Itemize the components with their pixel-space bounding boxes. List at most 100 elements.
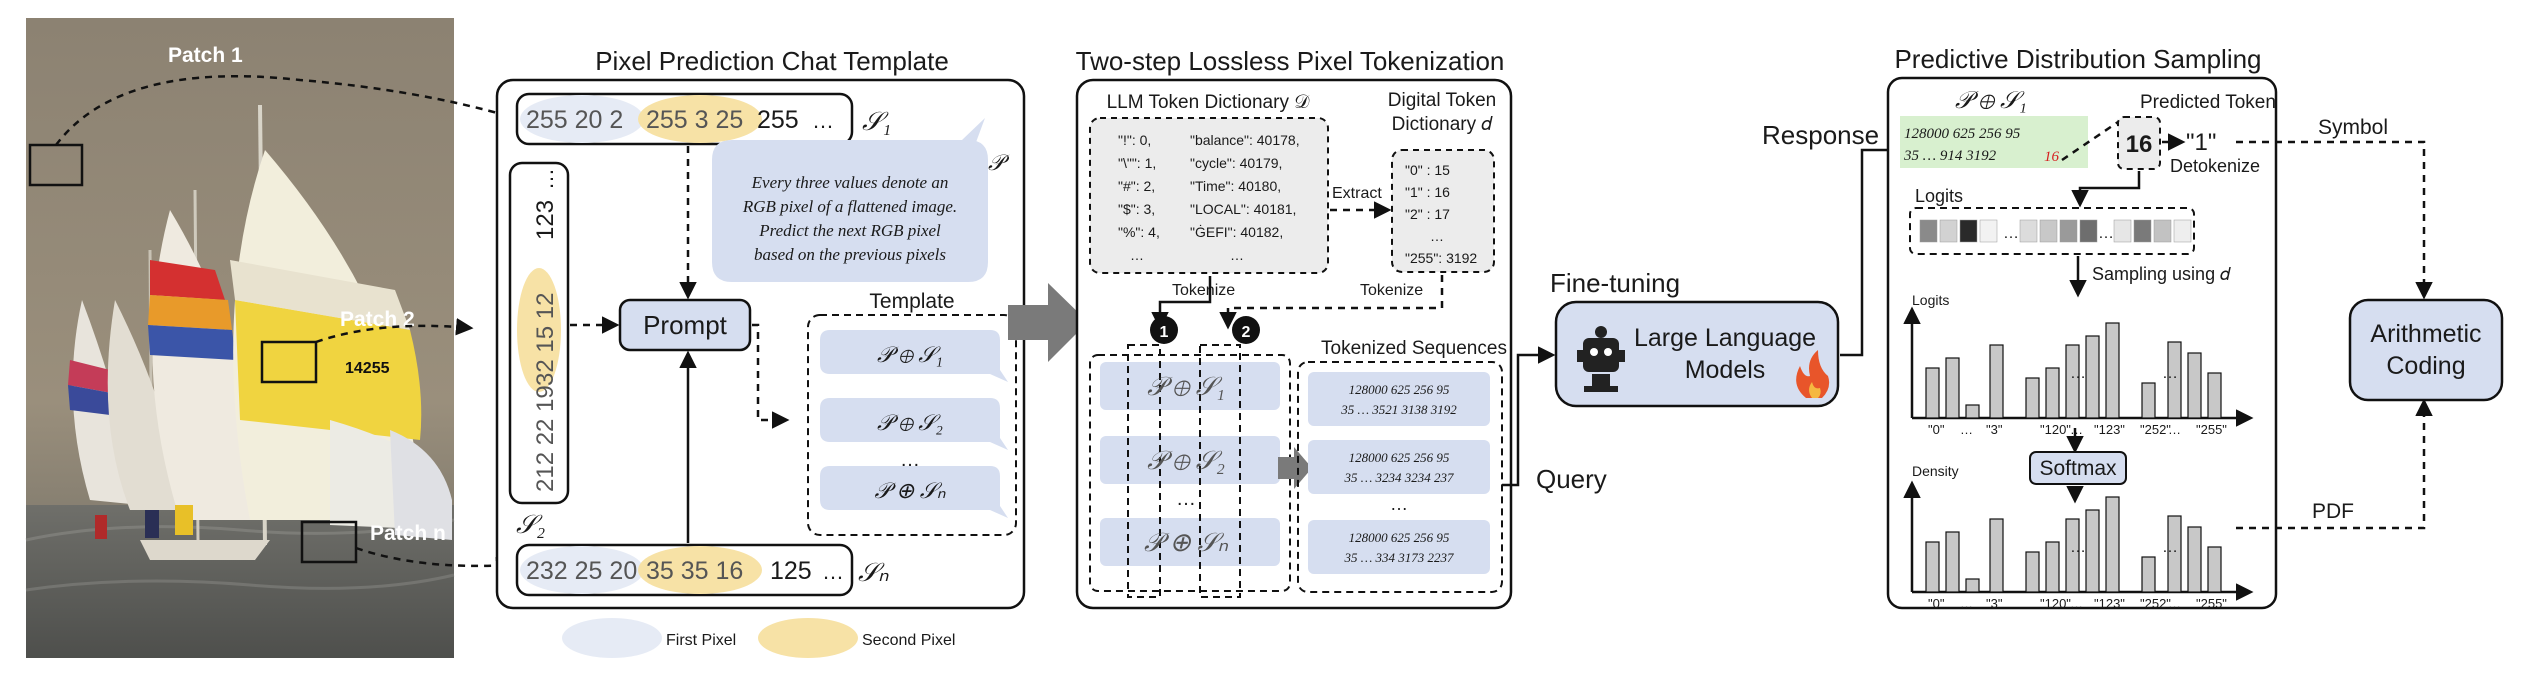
tokenized-2-line-1: 128000 625 256 95 bbox=[1349, 450, 1450, 465]
prompt-text-line-3: Predict the next RGB pixel bbox=[758, 221, 941, 240]
token-row-ellipsis: … bbox=[1176, 488, 1196, 510]
token-row-1: 𝒫 ⊕ 𝒮₁ bbox=[1147, 372, 1225, 401]
llm-dict-right-0: "balance": 40178, bbox=[1190, 132, 1300, 148]
sn-next-value: 125 bbox=[770, 557, 812, 585]
chart-bar bbox=[2065, 518, 2080, 593]
tokenized-2-line-2: 35 … 3234 3234 237 bbox=[1343, 470, 1454, 485]
chart-tick-label: … bbox=[2070, 422, 2083, 437]
chart-bar bbox=[2187, 352, 2202, 419]
prompt-bubble bbox=[712, 118, 988, 282]
s1-second-pixel: 255 3 25 bbox=[646, 106, 743, 134]
prompt-text-line-2: RGB pixel of a flattened image. bbox=[742, 197, 957, 216]
chart-bar bbox=[2025, 377, 2040, 419]
finetuning-section: Fine-tuning Large Language Models Query … bbox=[1502, 120, 1908, 494]
chart-bar bbox=[2045, 367, 2060, 419]
chart-tick-label: "3" bbox=[1986, 596, 2003, 611]
tokenization-title: Two-step Lossless Pixel Tokenization bbox=[1076, 46, 1505, 76]
chart-bar bbox=[1989, 518, 2004, 593]
arithmetic-coding-box bbox=[2348, 298, 2504, 402]
llm-dict-left-col: "!": 0, "\"": 1, "#": 2, "$": 3, "%": 4,… bbox=[1118, 132, 1160, 263]
s2-first-pixel: 212 22 19 bbox=[532, 385, 559, 492]
s1-next-value: 255 bbox=[757, 106, 799, 134]
chart-bar bbox=[1989, 344, 2004, 419]
logit-cells bbox=[1919, 219, 2192, 243]
llm-dict-right-col: "balance": 40178, "cycle": 40179, "Time"… bbox=[1190, 132, 1300, 263]
response-red-token: 16 bbox=[2044, 149, 2060, 165]
s2-next-value: 123 bbox=[532, 200, 559, 240]
chart-bar bbox=[2105, 496, 2120, 593]
sampling-using-label: Sampling using 𝑑 bbox=[2092, 264, 2231, 284]
chart-tick-label: "120" bbox=[2040, 596, 2071, 611]
step-1-number: 1 bbox=[1160, 324, 1169, 341]
llm-dict-left-1: "\"": 1, bbox=[1118, 155, 1156, 171]
chart-bar bbox=[1925, 367, 1940, 419]
template-bubble-2 bbox=[820, 398, 1008, 450]
predicted-token-value: 16 bbox=[2126, 131, 2153, 158]
s2-label: 𝒮₂ bbox=[516, 510, 545, 539]
chart-tick-label: … bbox=[1960, 422, 1973, 437]
tokenized-n-line-1: 128000 625 256 95 bbox=[1349, 530, 1450, 545]
softmax-box bbox=[2029, 451, 2127, 485]
chart-bar bbox=[1965, 578, 1980, 593]
tokenized-1-line-1: 128000 625 256 95 bbox=[1349, 382, 1450, 397]
digital-dict-ellipsis: … bbox=[1430, 228, 1444, 244]
token-row-n: 𝒫 ⊕ 𝒮ₙ bbox=[1144, 528, 1229, 557]
tokenize-arrow-2 bbox=[1219, 275, 1444, 330]
predicted-token-box bbox=[2117, 116, 2161, 170]
chart2-ylabel: Density bbox=[1912, 463, 1959, 479]
chart1-ellipsis-2: … bbox=[2162, 365, 2178, 382]
logit-cell bbox=[2113, 219, 2132, 243]
llm-dict-left-0: "!": 0, bbox=[1118, 132, 1151, 148]
llm-dict-left-5: … bbox=[1130, 247, 1144, 263]
template-ellipsis: … bbox=[900, 449, 920, 471]
patch-n-connector bbox=[355, 546, 514, 575]
chat-template-title: Pixel Prediction Chat Template bbox=[595, 46, 949, 76]
template-bubble-n bbox=[820, 466, 1008, 518]
tokenized-group bbox=[1297, 361, 1503, 593]
logit-cell bbox=[1939, 219, 1958, 243]
digital-dict-2: "2" : 17 bbox=[1405, 206, 1450, 222]
s1-label: 𝒮₁ bbox=[862, 107, 891, 136]
chart-bar bbox=[1945, 531, 1960, 593]
template-item-2: 𝒫 ⊕ 𝒮₂ bbox=[877, 410, 943, 435]
chart-bar bbox=[2085, 335, 2100, 419]
logit-cell bbox=[2133, 219, 2152, 243]
chart-bar bbox=[1925, 541, 1940, 593]
symbol-label: Symbol bbox=[2318, 116, 2388, 139]
chart-bar bbox=[2141, 556, 2156, 593]
token-row-2: 𝒫 ⊕ 𝒮₂ bbox=[1147, 446, 1225, 475]
chart-bar bbox=[1965, 404, 1980, 419]
prompt-to-template-arrow bbox=[752, 323, 790, 429]
s2-ellipsis: … bbox=[533, 168, 558, 190]
pdf-label: PDF bbox=[2312, 500, 2354, 523]
logit-cell bbox=[1959, 219, 1978, 243]
chart-tick-label: "255" bbox=[2196, 422, 2227, 437]
step-2-number: 2 bbox=[1242, 324, 1251, 341]
logit-cell bbox=[2173, 219, 2192, 243]
legend-first-pixel-swatch bbox=[562, 618, 662, 658]
llm-dict-right-3: "LOCAL": 40181, bbox=[1190, 201, 1296, 217]
logit-cell bbox=[1919, 219, 1938, 243]
llm-label-line-1: Large Language bbox=[1634, 324, 1816, 352]
chart-tick-label: … bbox=[2168, 422, 2181, 437]
chart-tick-label: "252" bbox=[2140, 422, 2171, 437]
predicted-connector bbox=[2061, 120, 2119, 162]
logit-cell bbox=[2079, 219, 2098, 243]
chart-bar bbox=[2025, 551, 2040, 593]
predicted-to-logits-arrow bbox=[2071, 171, 2141, 208]
query-arrow bbox=[1502, 346, 1556, 487]
template-group bbox=[807, 314, 1017, 536]
sn-second-pixel: 35 35 16 bbox=[646, 557, 743, 585]
logit-cell bbox=[2039, 219, 2058, 243]
tokenized-1-line-2: 35 … 3521 3138 3192 bbox=[1340, 402, 1457, 417]
chart2-ticks: "0"…"3""120"…"123""252"…"255" bbox=[1928, 596, 2227, 611]
response-label: Response bbox=[1762, 120, 1879, 150]
chart-bar bbox=[2207, 372, 2222, 419]
chart-tick-label: "0" bbox=[1928, 596, 1945, 611]
arithmetic-coding-line-1: Arithmetic bbox=[2370, 320, 2481, 348]
tokenize-label-2: Tokenize bbox=[1360, 282, 1423, 299]
digital-dict-255: "255": 3192 bbox=[1405, 250, 1477, 266]
template-item-n: 𝒫 ⊕ 𝒮ₙ bbox=[874, 478, 945, 503]
arithmetic-coding-line-2: Coding bbox=[2386, 352, 2465, 380]
